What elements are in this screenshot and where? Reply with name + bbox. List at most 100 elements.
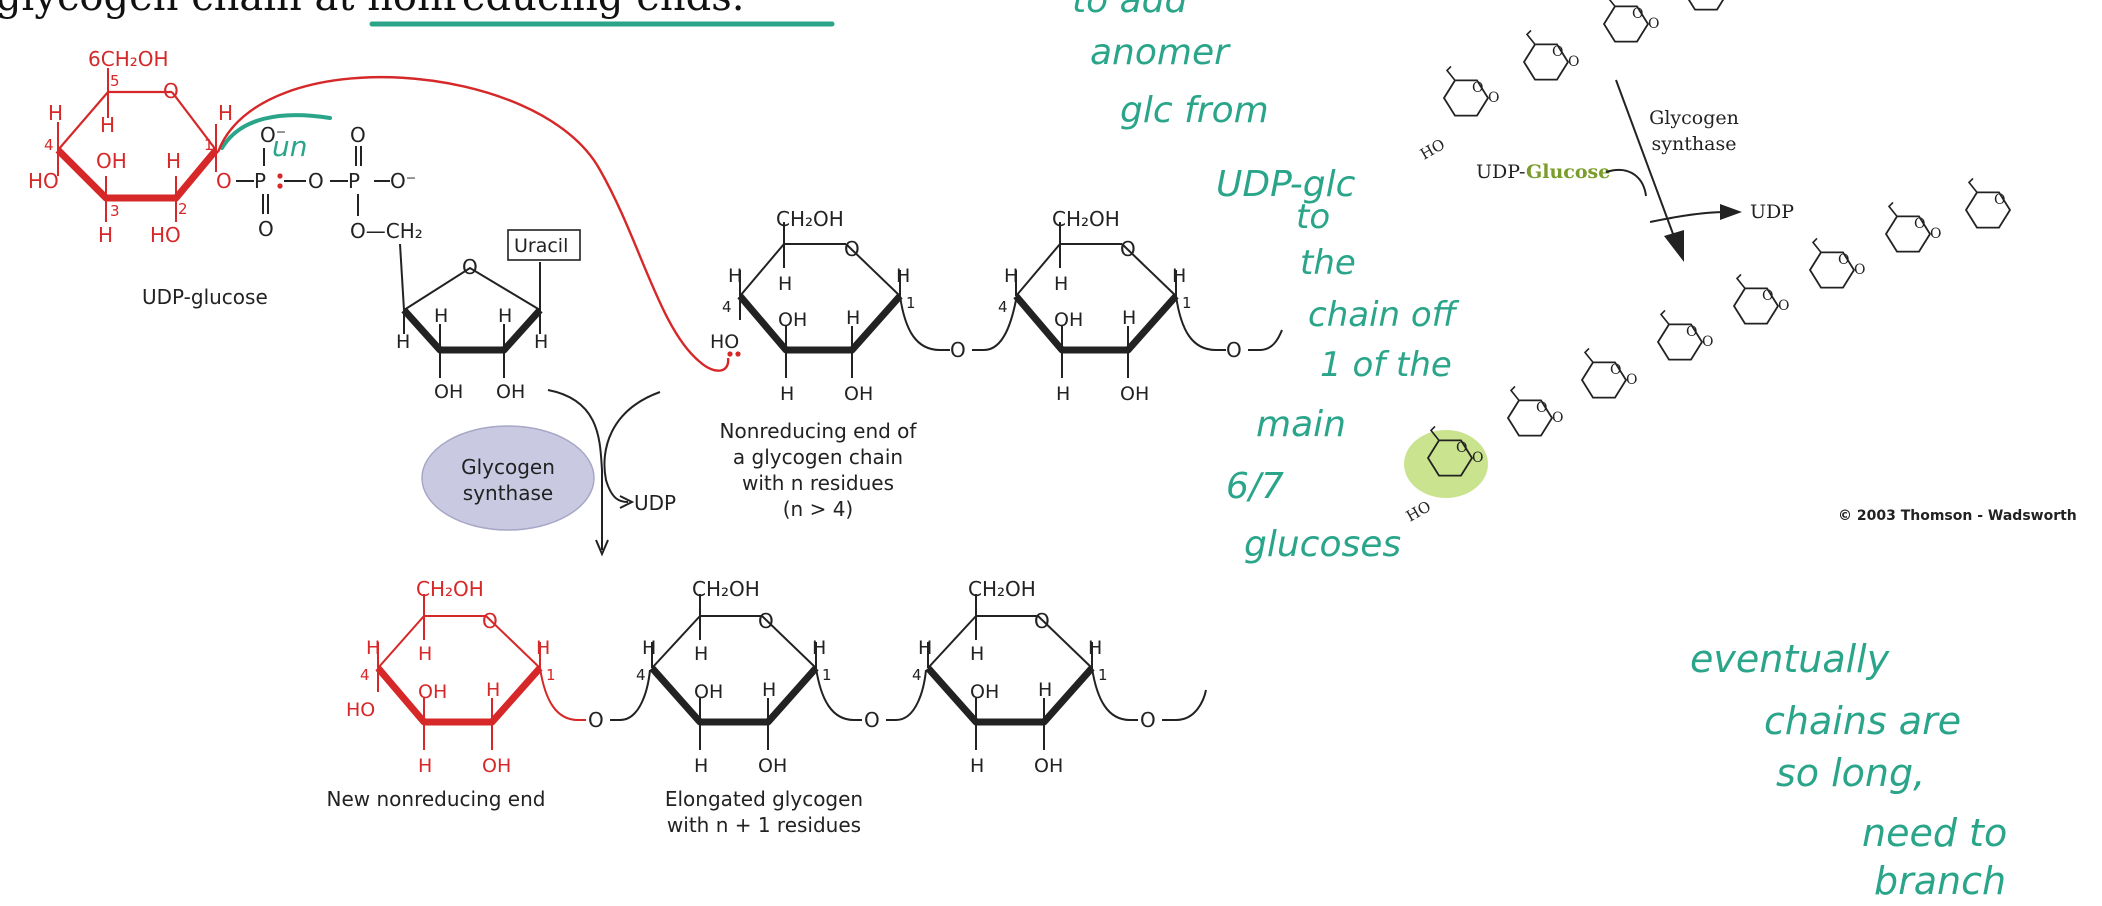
ribose-h: H <box>434 305 448 327</box>
elongated-label-line1: Elongated glycogen <box>665 787 863 811</box>
glycosidic-bond <box>815 667 862 721</box>
note-line: the <box>1300 243 1356 283</box>
ring-oxygen: O <box>758 609 774 633</box>
ring-bold-bond <box>925 665 1095 726</box>
ring-bond <box>739 243 901 297</box>
p2-o-minus: O⁻ <box>390 169 416 193</box>
c4-number: 4 <box>360 666 370 684</box>
uracil-label: Uracil <box>514 235 568 257</box>
h-label: H <box>896 265 910 287</box>
bridge-oxygen: O <box>1140 708 1156 732</box>
ring-oxygen: O <box>482 609 498 633</box>
note-line: chain off <box>1308 295 1460 335</box>
link-oxygen: O <box>1568 54 1579 70</box>
oh-label: OH <box>778 309 807 331</box>
ring-oxygen: O <box>1994 192 2005 208</box>
phosphorus-2: P <box>348 169 360 193</box>
new-residue-highlight <box>1404 430 1488 498</box>
glycosidic-bond <box>1091 667 1138 721</box>
c4-h: H <box>48 101 63 125</box>
ch2oh-label: CH₂OH <box>416 577 484 601</box>
c5-h: H <box>100 113 115 137</box>
p1-double-bond <box>262 194 269 214</box>
synthase-label-line1: Glycogen <box>1649 107 1739 129</box>
synthase-label-line2: synthase <box>1652 133 1737 155</box>
h-label: H <box>728 265 742 287</box>
ho-label: HO <box>710 331 739 353</box>
note-line: chains are <box>1764 699 1961 743</box>
ring-bond <box>1015 243 1177 297</box>
ring-oxygen: O <box>1456 440 1467 456</box>
ring-oxygen: O <box>163 79 179 103</box>
h-label: H <box>1056 383 1070 405</box>
substituent-bonds <box>739 222 901 378</box>
note-line: 1 of the <box>1320 345 1452 385</box>
ring-substituent <box>1509 385 1520 401</box>
udp-glucose-molecule: 6CH₂OH O 5 4 3 2 1 H H H H H HO OH HO O … <box>28 47 581 403</box>
c5-number: 5 <box>110 72 120 90</box>
h-label: H <box>1172 265 1186 287</box>
c6-label: 6CH₂OH <box>88 47 169 71</box>
enzyme-reaction: Glycogen synthase UDP <box>421 389 676 557</box>
note-line: eventually <box>1690 637 1890 681</box>
glycogen-chain-bottom: CH₂OH O H H H H H OH OH HO 4 1 O CH₂OH O… <box>327 577 1207 837</box>
note-line: need to <box>1862 811 2007 855</box>
note-line: glc from <box>1120 90 1269 131</box>
h-label: H <box>778 273 792 295</box>
oh-label: OH <box>758 755 787 777</box>
udp-out-arrow <box>1649 211 1727 223</box>
lone-pair-dot <box>277 173 283 179</box>
lone-pair-dot <box>735 351 741 357</box>
p1-o-double: O <box>258 217 274 241</box>
c2-h: H <box>166 149 181 173</box>
ribose-oxygen: O <box>462 255 478 279</box>
elongated-label-line2: with n + 1 residues <box>667 813 861 837</box>
h-label: H <box>1038 679 1052 701</box>
ribose-h: H <box>396 331 410 353</box>
right-reaction: Glycogen synthase UDP- Glucose UDP © 200… <box>1476 79 2077 524</box>
new-nonreducing-end-label: New nonreducing end <box>327 787 546 811</box>
udp-glucose-name: Glucose <box>1526 161 1610 183</box>
note-line: anomer <box>1090 32 1231 73</box>
h-label: H <box>366 637 380 659</box>
h-label: H <box>418 755 432 777</box>
h-label: H <box>642 637 656 659</box>
h-label: H <box>762 679 776 701</box>
lone-pair-dot <box>277 183 283 189</box>
ho-label: HO <box>346 699 375 721</box>
c2-oh: HO <box>150 223 181 247</box>
note-line: UDP-glc <box>1216 164 1356 205</box>
bridge-oxygen: O <box>1226 338 1242 362</box>
link-oxygen: O <box>1702 334 1713 350</box>
glycosidic-bond <box>610 669 651 721</box>
note-line: branch <box>1874 859 2006 903</box>
chain-label-line4: (n > 4) <box>783 497 853 521</box>
udp-release-arrow <box>603 391 661 503</box>
p2-o-double: O <box>350 123 366 147</box>
oh-label: OH <box>482 755 511 777</box>
h-label: H <box>694 643 708 665</box>
c2-number: 2 <box>178 200 188 218</box>
glycosidic-bond <box>1175 295 1226 351</box>
glycosidic-bond <box>972 299 1017 351</box>
ch2oh-label: CH₂OH <box>692 577 760 601</box>
c5-c4-bond <box>399 243 405 311</box>
glycosidic-bond <box>1248 329 1283 351</box>
ch2oh-label: CH₂OH <box>776 207 844 231</box>
ring-substituent <box>1811 237 1822 253</box>
bridge-oxygen: O <box>308 169 324 193</box>
bridge-oxygen: O <box>950 338 966 362</box>
link-oxygen: O <box>1930 226 1941 242</box>
ring-substituent <box>1735 273 1746 289</box>
link-oxygen: O <box>1778 298 1789 314</box>
p1-o-minus: O⁻ <box>260 123 286 147</box>
ring-oxygen: O <box>1914 216 1925 232</box>
ring-oxygen: O <box>1610 362 1621 378</box>
note-line: so long, <box>1776 751 1925 795</box>
glycogen-chain-top: CH₂OH O H H H H H OH OH HO 4 1 O CH₂OH O… <box>710 207 1283 521</box>
scribble-stroke <box>220 113 332 150</box>
substrate-arrow <box>1605 169 1647 197</box>
synthase-arrow-shaft <box>1615 79 1677 243</box>
